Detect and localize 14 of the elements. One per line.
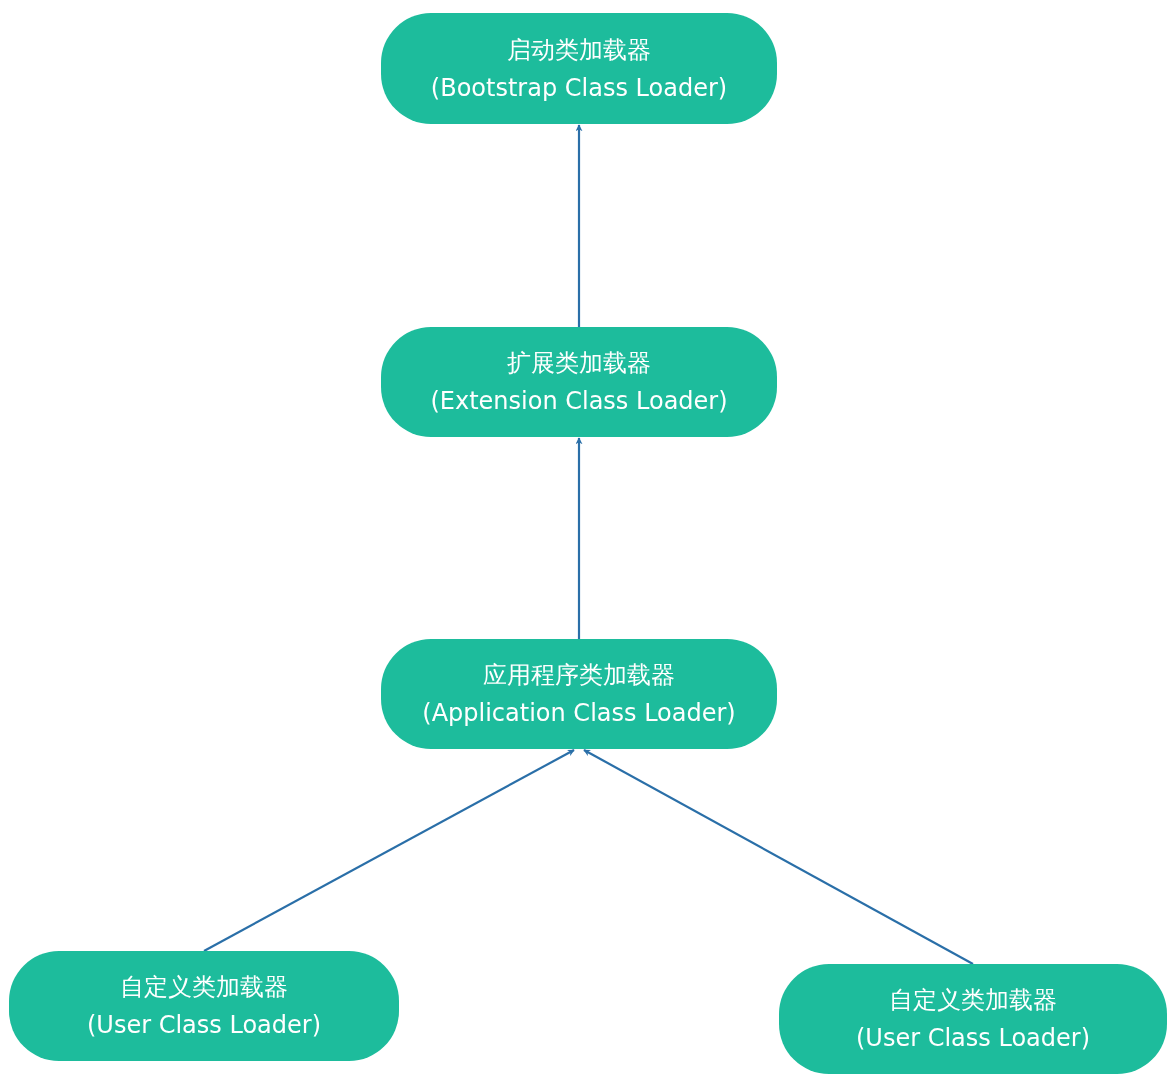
loader-name: 启动类加载器 — [507, 34, 651, 66]
loader-english-name: (User Class Loader) — [86, 1010, 321, 1041]
loader-name: 扩展类加载器 — [507, 348, 651, 379]
arrow — [203, 749, 575, 952]
loader-name: 应用程序类加载器 — [483, 660, 675, 691]
loader-english-name: (Extension Class Loader) — [430, 386, 728, 417]
loader-english-name: (Bootstrap Class Loader) — [430, 72, 728, 104]
arrow — [575, 124, 583, 327]
loader-english-name: (User Class Loader) — [855, 1023, 1090, 1054]
loader-name: 自定义类加载器 — [889, 985, 1057, 1016]
loader-english-name: (Application Class Loader) — [422, 698, 736, 729]
loader-name: 自定义类加载器 — [120, 972, 288, 1003]
arrow — [583, 749, 974, 965]
arrow — [575, 437, 583, 639]
